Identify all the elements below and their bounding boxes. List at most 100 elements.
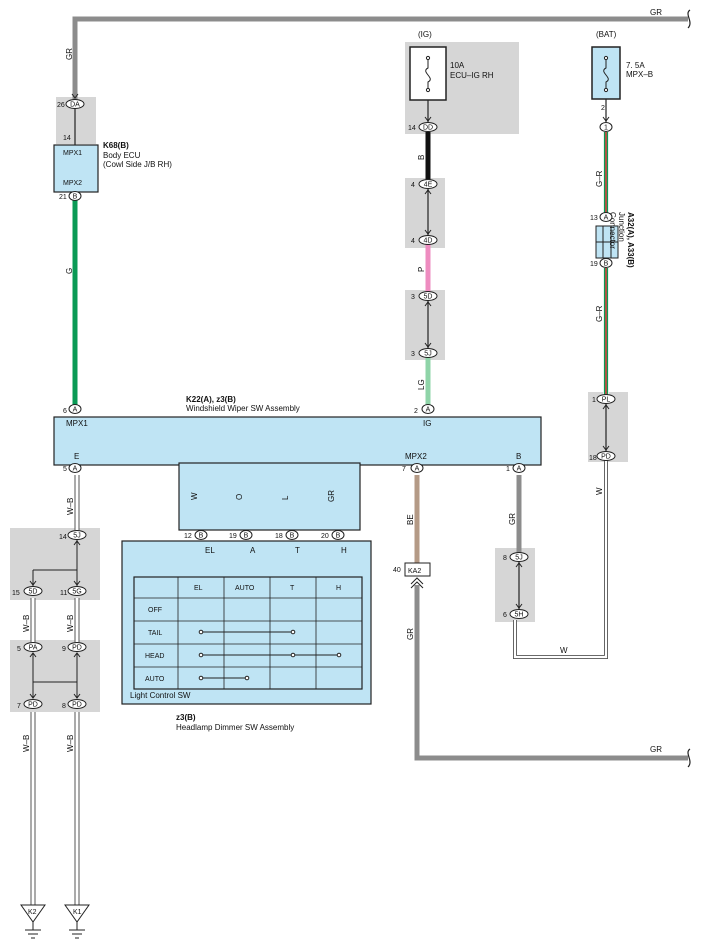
pin-4-bottom: 4 [411, 238, 415, 245]
ka2-label: KA2 [408, 568, 421, 575]
label-gr-b: GR [508, 513, 517, 525]
connector-pa: PA [23, 642, 43, 658]
body-ecu-box [53, 144, 99, 193]
wiper-pin-e: E [74, 452, 79, 461]
wiper-pin-mpx1: MPX1 [66, 419, 88, 428]
connector-label: 4D [424, 238, 433, 245]
connector-a: A [68, 463, 82, 473]
label-gr2-lower: G–R [595, 305, 604, 322]
light-sw-table [133, 576, 363, 690]
junction-grid [596, 226, 618, 258]
connector-label: DA [70, 102, 80, 109]
label-gr2-upper: G–R [595, 170, 604, 187]
ka2-chevron [410, 577, 424, 589]
pin-19-sw: 19 [229, 533, 237, 540]
dimmer-sub-box [178, 462, 361, 531]
light-contacts-head [198, 652, 342, 658]
label-wb-mid-l: W–B [22, 615, 31, 632]
pin-3-top: 3 [411, 294, 415, 301]
label-gr-bottom: GR [650, 745, 662, 754]
ground-k2-label: K2 [28, 909, 37, 916]
wire-break-bottom [687, 748, 691, 768]
label-be: BE [406, 514, 415, 525]
dimmer-name: Headlamp Dimmer SW Assembly [176, 723, 294, 732]
connector-label: PA [29, 645, 38, 652]
connector-dd: DD [418, 116, 438, 132]
light-row-off: OFF [148, 607, 162, 614]
bat-fuse-icon [603, 58, 609, 90]
wiper-sw-code: K22(A), z3(B) [186, 395, 236, 404]
connector-label: 5J [73, 533, 80, 540]
ground-k1 [64, 904, 90, 939]
label-gr-sw: GR [327, 490, 336, 502]
pin-11: 11 [60, 590, 67, 597]
connector-label: 5D [424, 294, 433, 301]
connector-pd: PD [23, 693, 43, 709]
pin-2-ig: 2 [414, 408, 418, 415]
connector-c5j: 5J [67, 530, 87, 546]
light-pin-h: H [341, 546, 347, 555]
pin-6-mpx1: 6 [63, 408, 67, 415]
pin-40: 40 [393, 567, 401, 574]
pin-4-top: 4 [411, 182, 415, 189]
body-ecu-location: (Cowl Side J/B RH) [103, 160, 172, 169]
splice-lower [32, 654, 78, 698]
pin-14-5j: 14 [59, 534, 67, 541]
pin-13: 13 [590, 215, 598, 222]
label-gr-top: GR [650, 8, 662, 17]
connector-c5j: 5J [418, 342, 438, 358]
junction-label: A32(A), A33(B) Junction Connector [608, 212, 635, 268]
light-pin-a: A [250, 546, 256, 555]
connector-arrow-icon [424, 342, 432, 348]
connector-arrow-icon [424, 301, 432, 307]
label-w-bottom: W [560, 646, 568, 655]
light-sw-table-lines [134, 577, 362, 689]
pin-8-pd: 8 [62, 703, 66, 710]
connector-label: B [73, 194, 78, 201]
label-l: L [281, 495, 290, 500]
connector-label: A [415, 466, 420, 473]
wire-gr-bat-upper [603, 132, 609, 213]
connector-arrow-icon [29, 580, 37, 586]
connector-label: PD [72, 702, 82, 709]
connector-label: A [517, 466, 522, 473]
light-row-tail: TAIL [148, 630, 162, 637]
connector-arrow-icon [424, 189, 432, 195]
pin-26: 26 [57, 102, 65, 109]
label-wb-bot-r: W–B [66, 735, 75, 752]
connector-arrow-icon [73, 693, 81, 699]
pin-18-sw: 18 [275, 533, 283, 540]
pin-6-5h: 6 [503, 612, 507, 619]
pin-5-e: 5 [63, 466, 67, 473]
connector-arrow-icon [29, 652, 37, 658]
ground-k2 [20, 904, 46, 939]
connector-arrow-icon [71, 93, 79, 99]
connector-b: B [239, 530, 253, 540]
connector-label: 5G [72, 589, 81, 596]
pin-2-bat: 2 [601, 105, 605, 112]
pin-19-jc: 19 [590, 261, 598, 268]
light-col-el: EL [194, 585, 203, 592]
light-col-auto: AUTO [235, 585, 255, 592]
light-col-h: H [336, 585, 341, 592]
light-pin-t: T [295, 546, 300, 555]
label-wb-bot-l: W–B [22, 735, 31, 752]
connector-arrow-icon [29, 693, 37, 699]
ig-fuse-name: ECU–IG RH [450, 71, 494, 80]
wire-gr-bottom [414, 585, 688, 761]
body-ecu-name: Body ECU [103, 151, 141, 160]
wiper-sw-box [53, 416, 542, 466]
label-gr-left: GR [65, 48, 74, 60]
wiper-sw-name: Windshield Wiper SW Assembly [186, 404, 300, 413]
bat-fuse-dot-top [603, 55, 609, 61]
connector-label: 4E [424, 182, 433, 189]
pin-12: 12 [184, 533, 192, 540]
label-g: G [65, 268, 74, 274]
connector-label: PD [28, 702, 38, 709]
light-contacts-auto [198, 675, 250, 681]
pin-15: 15 [12, 590, 20, 597]
connector-arrow-icon [602, 116, 610, 122]
label-p: P [417, 267, 426, 272]
connector-label: A [604, 215, 609, 222]
